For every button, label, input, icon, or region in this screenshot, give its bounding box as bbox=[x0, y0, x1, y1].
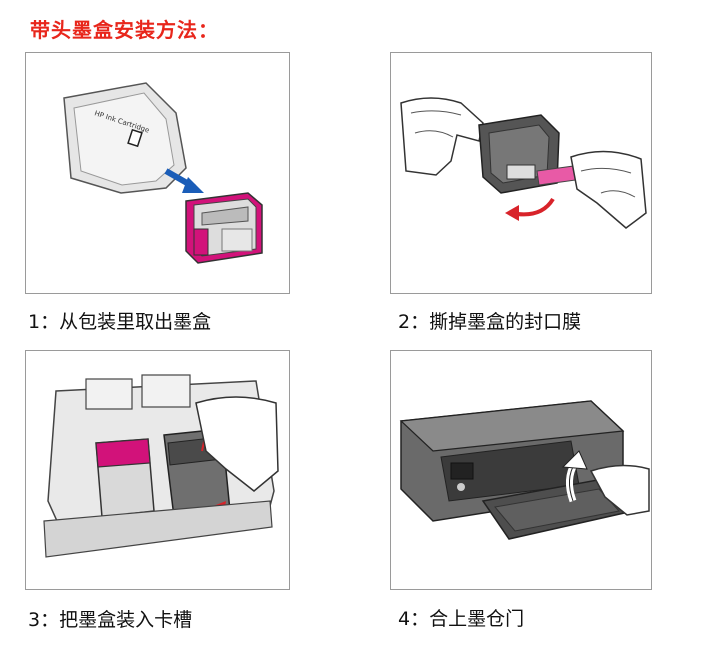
step-1-caption: 1：从包装里取出墨盒 bbox=[28, 311, 212, 333]
step-2-caption: 2：撕掉墨盒的封口膜 bbox=[398, 311, 582, 333]
ink-cartridge-icon bbox=[185, 192, 263, 264]
step-3-caption: 3：把墨盒装入卡槽 bbox=[28, 609, 193, 631]
page-title: 带头墨盒安装方法： bbox=[30, 18, 219, 42]
arrow-blue-icon bbox=[164, 168, 204, 193]
step-4-caption: 4：合上墨仓门 bbox=[398, 608, 525, 630]
color-cartridge-icon bbox=[95, 438, 155, 518]
step-3-illustration bbox=[25, 350, 290, 590]
step-4-illustration bbox=[390, 350, 652, 590]
step-2-illustration bbox=[390, 52, 652, 294]
arrow-up-icon bbox=[561, 450, 588, 503]
arrow-red-icon bbox=[505, 197, 555, 221]
step-1-illustration: HP Ink Cartridge bbox=[25, 52, 290, 294]
